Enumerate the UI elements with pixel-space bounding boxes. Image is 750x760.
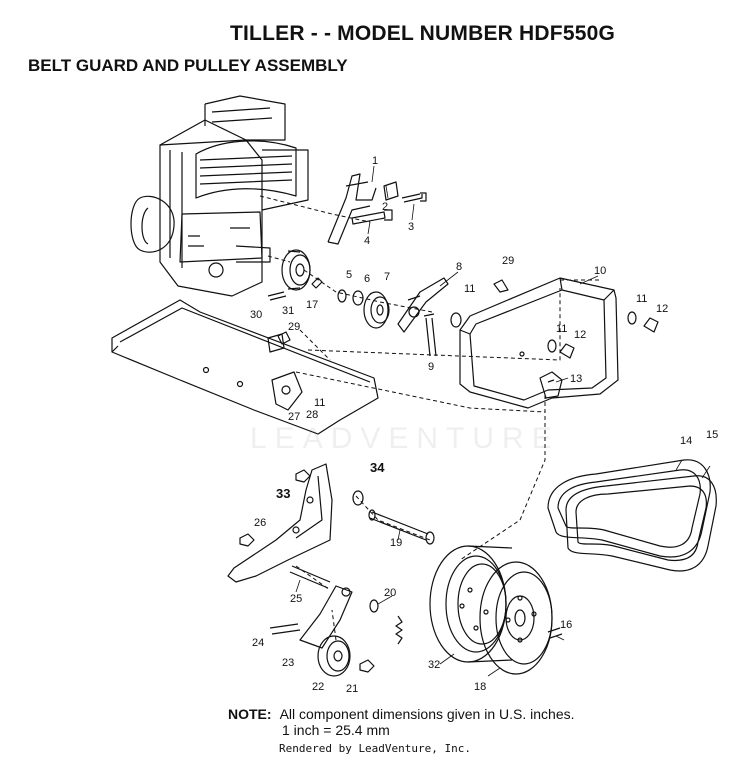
assembly-leader-lines [259, 195, 600, 641]
note-line-1: All component dimensions given in U.S. i… [279, 706, 575, 722]
rendered-by-footer: Rendered by LeadVenture, Inc. [278, 742, 472, 755]
part-label-27: 27 [288, 411, 300, 423]
part-label-13: 13 [570, 373, 582, 385]
part-label-12b: 12 [574, 329, 586, 341]
note-line-2: 1 inch = 25.4 mm [282, 722, 390, 738]
part-label-14: 14 [680, 435, 692, 447]
belt-guard-part-10 [459, 277, 619, 409]
drive-belt-part-14 [547, 459, 711, 558]
washer-part-6 [352, 290, 364, 306]
large-pulley-part-18 [479, 561, 553, 675]
part-label-24: 24 [252, 637, 264, 649]
part-label-16: 16 [560, 619, 572, 631]
bolt-part-30 [267, 291, 287, 301]
part-label-29b: 29 [288, 321, 300, 333]
washer-part-20 [369, 599, 379, 613]
nut-part-12b [559, 343, 575, 359]
bracket-part-1 [327, 173, 377, 245]
part-label-11c: 11 [556, 323, 567, 335]
part-label-29a: 29 [502, 255, 514, 267]
part-label-6: 6 [364, 273, 370, 285]
bolt-part-9 [423, 313, 437, 357]
nut-part-12a [643, 317, 659, 333]
part-number-labels: 1 2 3 4 5 6 7 8 9 10 11 11 11 11 12 12 1… [250, 155, 718, 695]
part-label-3: 3 [408, 221, 414, 233]
part-label-12a: 12 [656, 303, 668, 315]
washer-part-34 [352, 490, 364, 506]
idler-arm-part-8 [397, 277, 449, 333]
nut-part-21 [359, 659, 375, 673]
spring [395, 615, 403, 645]
shaft-part-19 [368, 509, 435, 545]
bolt-part-4 [351, 209, 393, 225]
part-label-11b: 11 [636, 293, 647, 305]
washer-part-5 [337, 289, 347, 303]
nut-part-26 [239, 533, 255, 547]
part-label-26: 26 [254, 517, 266, 529]
part-label-28: 28 [306, 409, 318, 421]
part-label-18: 18 [474, 681, 486, 693]
engine-drawing [130, 95, 309, 297]
part-label-32: 32 [428, 659, 440, 671]
watermark-text: LEADVENTURE [250, 422, 560, 455]
assembly-subtitle: BELT GUARD AND PULLEY ASSEMBLY [28, 56, 348, 75]
part-label-31: 31 [282, 305, 294, 317]
large-pulley-part-32 [429, 545, 513, 663]
part-label-30: 30 [250, 309, 262, 321]
bolt-part-3 [401, 192, 427, 203]
bolt-part-25 [289, 565, 331, 589]
support-bracket-drawing [227, 463, 333, 583]
part-label-25: 25 [290, 593, 302, 605]
clip-part-2 [383, 181, 399, 201]
washer-part-11b [627, 311, 637, 325]
pulley-part-22 [317, 635, 351, 677]
nut-part-33 [295, 469, 311, 483]
part-label-11d: 11 [314, 397, 325, 409]
key-part-17 [311, 277, 323, 289]
part-label-1: 1 [372, 155, 378, 167]
part-label-33: 33 [276, 486, 290, 501]
part-label-23: 23 [282, 657, 294, 669]
bolt-part-24 [269, 623, 301, 635]
bracket-part-13 [539, 371, 563, 399]
part-label-19: 19 [390, 537, 402, 549]
clip-part-29a [493, 279, 509, 293]
washer-part-11a [450, 312, 462, 328]
part-label-4: 4 [364, 235, 370, 247]
part-label-5: 5 [346, 269, 352, 281]
part-label-22: 22 [312, 681, 324, 693]
part-label-11a: 11 [464, 283, 475, 295]
drive-belt-part-15 [565, 475, 717, 572]
tiller-frame-drawing [111, 299, 379, 435]
washer-part-11c [547, 339, 557, 353]
part-label-10: 10 [594, 265, 606, 277]
idler-pulley-part-7 [363, 291, 390, 329]
part-label-8: 8 [456, 261, 462, 273]
part-label-9: 9 [428, 361, 434, 373]
tension-arm-part-23 [299, 585, 353, 649]
clip-part-29b [277, 331, 291, 345]
part-label-2: 2 [382, 201, 388, 213]
engine-pulley-part-31 [281, 249, 311, 291]
callout-leaders [295, 165, 711, 677]
page-title: TILLER - - MODEL NUMBER HDF550G [230, 22, 615, 45]
note-label: NOTE: [228, 706, 272, 722]
part-label-17: 17 [306, 299, 318, 311]
part-label-34: 34 [370, 460, 385, 475]
part-label-7: 7 [384, 271, 390, 283]
dimension-note: NOTE: All component dimensions given in U… [228, 706, 575, 738]
part-label-21: 21 [346, 683, 358, 695]
part-label-20: 20 [384, 587, 396, 599]
part-label-15: 15 [706, 429, 718, 441]
